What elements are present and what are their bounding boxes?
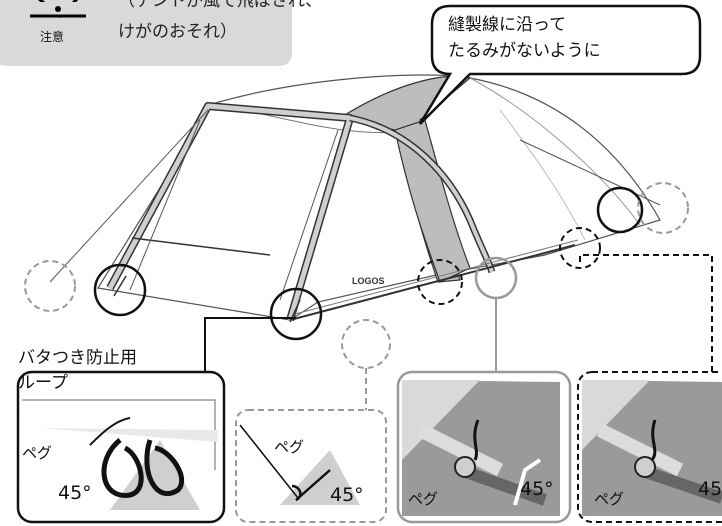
detail-box-pole: [396, 370, 572, 524]
door-side-right: [279, 129, 339, 301]
detail1-angle: 45°: [58, 482, 92, 504]
warning-text-line1: （テントが風で飛ばされ、: [118, 0, 323, 11]
warning-text-line2: けがのおそれ）: [118, 22, 237, 42]
stake-circle-rear: [596, 186, 644, 234]
guy-circle-rear: [637, 182, 689, 234]
callout-line2: たるみがないように: [448, 41, 601, 61]
stake-circle-front-left: [93, 263, 147, 317]
detail-box-guy: [235, 409, 387, 523]
detail2-angle: 45°: [330, 484, 364, 506]
door-bottom: [131, 237, 271, 256]
leader-loop-rear: [579, 254, 713, 372]
detail3-angle: 45°: [520, 478, 554, 500]
ground-line-2: [294, 239, 579, 315]
leader-loop: [204, 317, 296, 372]
loop-label-line2: ループ: [18, 373, 68, 393]
stake-circle-front-right: [269, 287, 323, 341]
detail1-peg-label: ペグ: [22, 444, 53, 462]
loop-circle-rear: [559, 227, 601, 269]
detail4-angle: 45: [698, 478, 722, 500]
rear-pole-fill: [349, 116, 494, 273]
detail4-peg-label: ペグ: [594, 490, 625, 508]
callout-line1: 縫製線に沿って: [448, 15, 567, 35]
guy-line-left: [49, 109, 209, 283]
guy-circle-front: [341, 319, 391, 369]
tent-logo: LOGOS: [352, 276, 385, 286]
warning-triangle-icon: [28, 0, 86, 19]
loop-circle-side: [417, 259, 463, 305]
ground-line: [289, 244, 576, 321]
callout-bubble: [418, 4, 702, 125]
detail3-peg-label: ペグ: [408, 490, 439, 508]
tent-seam-right: [469, 77, 641, 226]
door-side-left: [129, 119, 201, 291]
front-pole-fill: [107, 103, 353, 321]
caution-label: 注意: [40, 30, 65, 44]
detail-box-rear: [577, 371, 722, 523]
guy-circle-left: [24, 260, 76, 312]
loop-label-line1: バタつき防止用: [18, 348, 137, 368]
tent-seam-right2: [499, 109, 586, 241]
detail2-peg-label: ペグ: [274, 438, 305, 456]
detail-box-loop: [16, 370, 226, 524]
